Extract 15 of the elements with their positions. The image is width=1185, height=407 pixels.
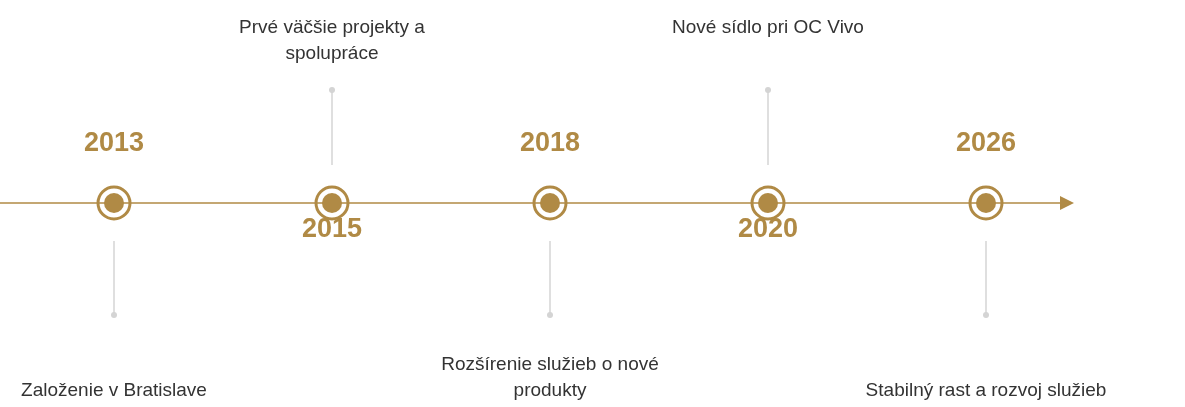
year-label: 2018: [518, 127, 582, 157]
milestone-description: Prvé väčšie projekty a spolupráce: [238, 15, 426, 65]
year-label: 2020: [736, 213, 800, 243]
milestone-description: Rozšírenie služieb o nové produkty: [440, 352, 660, 402]
year-label: 2026: [954, 127, 1018, 157]
leader-line: [983, 240, 989, 318]
leader-line: [111, 240, 117, 318]
milestone-description: Stabilný rast a rozvoj služieb: [864, 378, 1108, 402]
year-label: 2013: [82, 127, 146, 157]
leader-line: [547, 240, 553, 318]
leader-line: [765, 87, 771, 166]
milestone-description: Založenie v Bratislave: [20, 378, 208, 402]
leader-line: [329, 87, 335, 166]
milestone-description: Nové sídlo pri OC Vivo: [671, 15, 865, 39]
year-label: 2015: [300, 213, 364, 243]
